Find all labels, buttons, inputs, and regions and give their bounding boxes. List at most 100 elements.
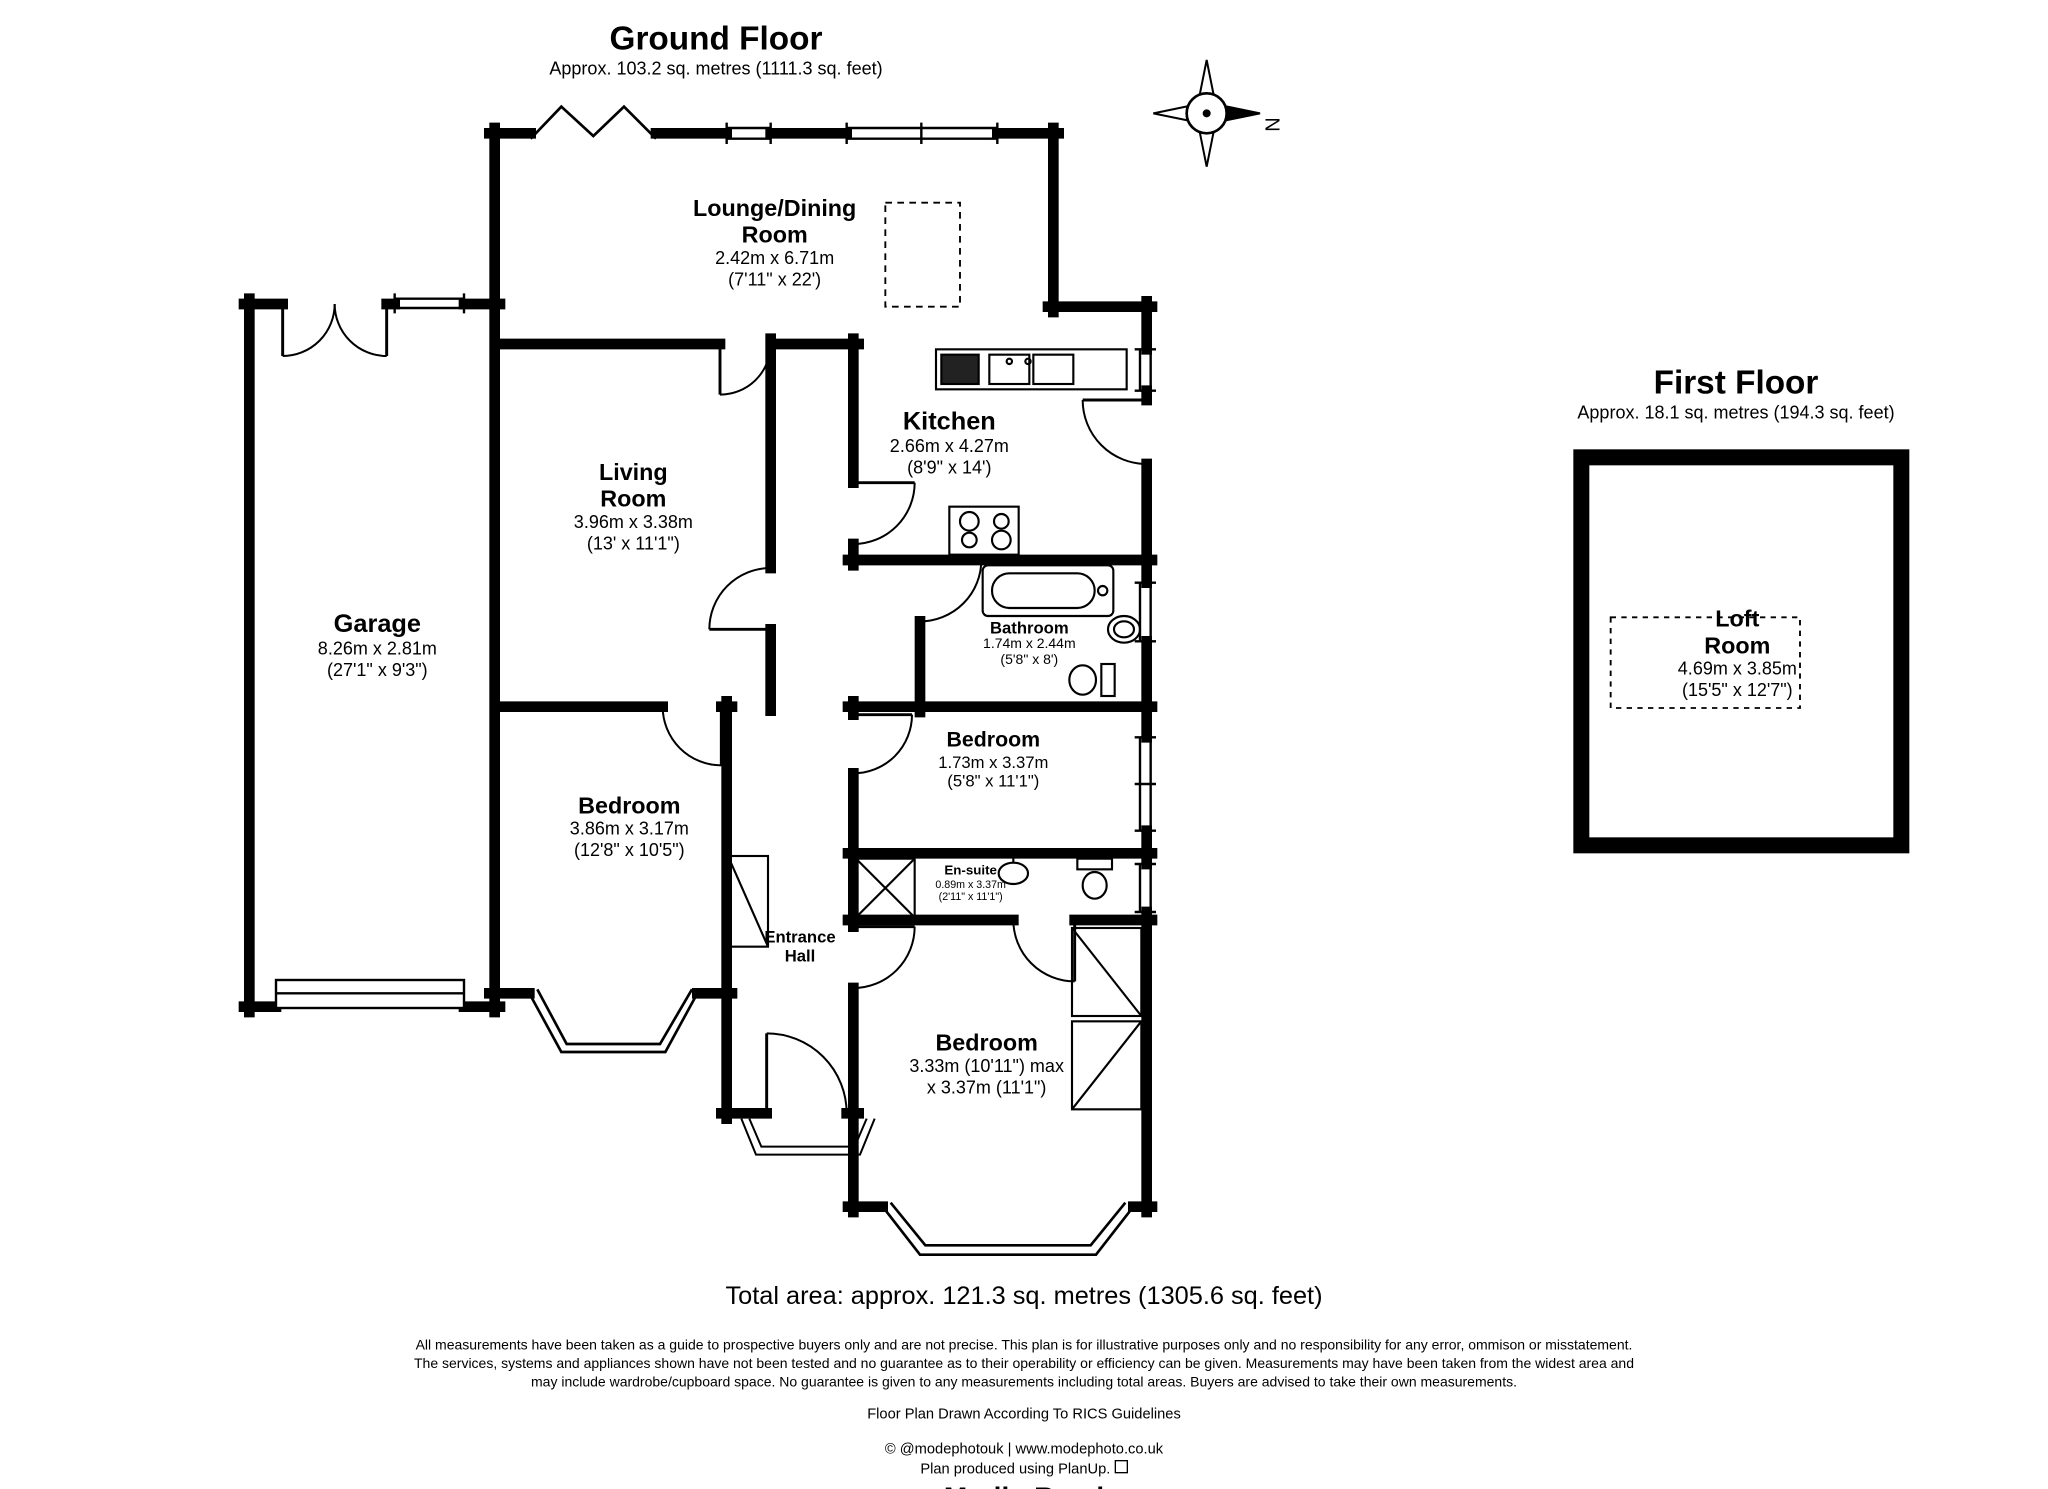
door-arc <box>1012 919 1075 983</box>
room-dims-metric: 3.96m x 3.38m <box>573 511 693 532</box>
door-arc <box>853 482 916 545</box>
wardrobe-diagonal <box>1071 927 1143 1017</box>
room-label-bathroom: Bathroom 1.74m x 2.44m (5'8" x 8') <box>983 619 1076 668</box>
dashed-headroom-line <box>1609 616 1801 709</box>
room-label-bedroom-middle: Bedroom 1.73m x 3.37m (5'8" x 11'1") <box>938 729 1048 790</box>
bathtub-icon <box>981 564 1115 618</box>
tap-icon <box>1005 357 1014 366</box>
room-dims-metric: 1.73m x 3.37m <box>938 753 1049 772</box>
toilet-cistern-icon <box>1100 662 1116 698</box>
room-name: Hall <box>784 946 816 966</box>
window <box>725 122 772 144</box>
room-label-ensuite: En-suite 0.89m x 3.37m (2'11" x 11'1") <box>935 864 1006 903</box>
produced-line-wrap: Plan produced using PlanUp. <box>0 1459 2048 1478</box>
road-name: Merlin Road <box>0 1483 2048 1489</box>
bath-tap-icon <box>1096 584 1109 597</box>
room-dims-metric: 0.89m x 3.37m <box>935 878 1006 891</box>
bay-window-left <box>528 992 699 1054</box>
room-label-garage: Garage 8.26m x 2.81m (27'1" x 9'3") <box>318 611 437 680</box>
disclaimer-line: may include wardrobe/cupboard space. No … <box>530 1374 1517 1391</box>
door-arc <box>853 926 916 989</box>
hob-icon <box>948 505 1020 556</box>
room-label-bedroom-left: Bedroom 3.86m x 3.17m (12'8" x 10'5") <box>570 792 689 860</box>
sink-bowl-icon <box>1032 353 1075 386</box>
shower-icon <box>854 857 916 919</box>
room-name: Bedroom <box>935 1029 1038 1056</box>
window <box>845 122 999 144</box>
room-name: Living <box>598 458 668 486</box>
door-arc <box>708 566 771 630</box>
sink-bowl-icon <box>988 353 1031 386</box>
washbasin-icon <box>1106 614 1142 644</box>
garage-door-arc <box>282 303 336 357</box>
windows <box>274 104 1156 1010</box>
planup-logo-icon <box>1114 1459 1128 1474</box>
room-name: Bathroom <box>989 618 1069 638</box>
room-label-kitchen: Kitchen 2.66m x 4.27m (8'9" x 14') <box>890 408 1009 477</box>
hob-ring-icon <box>960 531 978 549</box>
porch-steps-inner <box>748 1118 868 1148</box>
porch-steps <box>740 1118 876 1156</box>
toilet-icon <box>1081 870 1108 900</box>
bay-window-rear <box>881 1205 1135 1256</box>
door-arc <box>766 1032 848 1114</box>
compass-icon: N <box>1153 59 1282 167</box>
room-name: Room <box>600 485 667 512</box>
closet-diagonal <box>727 855 769 948</box>
room-name: Bedroom <box>578 791 681 819</box>
hob-ring-icon <box>992 512 1010 530</box>
window <box>1134 348 1156 392</box>
loft-room-outline <box>1573 449 1910 854</box>
first-floor-area: Approx. 18.1 sq. metres (194.3 sq. feet) <box>1577 402 1895 423</box>
room-name: Kitchen <box>902 407 996 436</box>
door-arc <box>853 714 913 775</box>
room-dims-imperial: (15'5" x 12'7") <box>1681 679 1793 700</box>
shower-cross-icon <box>855 857 916 919</box>
disclaimer-line: The services, systems and appliances sho… <box>413 1355 1634 1372</box>
window <box>393 293 466 314</box>
hob-ring-icon <box>990 529 1012 551</box>
room-dims-imperial: x 3.37m (11'1") <box>926 1076 1047 1097</box>
compass-hub-dot <box>1202 109 1211 118</box>
room-dims-imperial: (8'9" x 14') <box>907 456 992 477</box>
first-floor-header: First Floor Approx. 18.1 sq. metres (194… <box>1577 365 1894 424</box>
toilet-cistern-icon <box>1076 857 1114 871</box>
kitchen-counter-icon <box>934 348 1128 391</box>
produced-line: Plan produced using PlanUp. <box>920 1461 1111 1478</box>
closet-icon <box>726 854 770 948</box>
walls <box>238 122 1158 1218</box>
rics-line: Floor Plan Drawn According To RICS Guide… <box>867 1406 1181 1423</box>
window <box>1134 862 1156 914</box>
dashed-area-lounge <box>884 201 961 308</box>
door-arc <box>719 343 772 396</box>
toilet-icon <box>1068 664 1098 696</box>
folding-window <box>529 104 657 140</box>
room-name: En-suite <box>944 863 997 879</box>
disclaimer-line: All measurements have been taken as a gu… <box>415 1337 1633 1354</box>
room-dims-imperial: (5'8" x 11'1") <box>947 771 1040 791</box>
compass-north-label: N <box>1260 117 1282 131</box>
washbasin-inner-icon <box>1112 620 1136 639</box>
room-dims-metric: 2.66m x 4.27m <box>889 435 1009 456</box>
room-label-lounge: Lounge/Dining Room 2.42m x 6.71m (7'11" … <box>693 195 856 290</box>
fixtures <box>726 201 1143 1111</box>
door-arcs <box>281 303 1147 1114</box>
room-dims-metric: 1.74m x 2.44m <box>983 635 1076 652</box>
window <box>1134 581 1156 643</box>
first-floor-title: First Floor <box>1653 363 1819 402</box>
room-label-loft: Loft Room 4.69m x 3.85m (15'5" x 12'7") <box>1678 605 1797 700</box>
room-dims-metric: 3.33m (10'11") max <box>909 1055 1064 1076</box>
room-dims-metric: 2.42m x 6.71m <box>715 247 835 268</box>
wardrobe-icon <box>1070 1020 1143 1111</box>
tap-icon <box>1024 357 1032 366</box>
room-name: Garage <box>333 610 421 639</box>
wardrobe-diagonal <box>1071 1020 1143 1110</box>
door-arc <box>919 559 983 623</box>
room-name: Room <box>741 221 808 248</box>
room-dims-imperial: (2'11" x 11'1") <box>938 890 1003 903</box>
ground-floor-title: Ground Floor <box>609 19 823 58</box>
room-name: Bedroom <box>946 729 1041 752</box>
room-dims-metric: 8.26m x 2.81m <box>317 638 437 659</box>
door-arc <box>1081 399 1147 465</box>
